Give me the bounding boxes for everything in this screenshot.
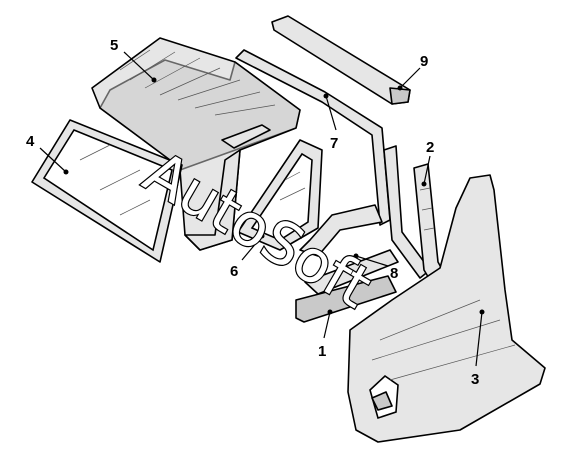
leader-line-8 xyxy=(355,255,389,267)
leader-lines xyxy=(39,51,485,367)
callout-7: 7 xyxy=(330,135,338,152)
leader-line-2 xyxy=(423,155,431,185)
part-1-sill-trim xyxy=(295,275,397,323)
leader-line-5 xyxy=(123,51,155,81)
leader-line-3 xyxy=(475,311,483,367)
callout-8: 8 xyxy=(390,265,398,282)
callout-4: 4 xyxy=(26,133,35,150)
part-5-roof-shell xyxy=(91,37,301,251)
callout-5: 5 xyxy=(110,37,118,54)
part-4-side-window xyxy=(31,119,183,263)
callout-9: 9 xyxy=(420,53,428,70)
callout-1: 1 xyxy=(318,343,326,360)
part-6-quarter-window xyxy=(237,139,323,251)
leader-line-6 xyxy=(241,235,263,261)
leader-line-1 xyxy=(323,311,331,339)
callout-6: 6 xyxy=(230,263,238,280)
leader-line-7 xyxy=(325,95,337,131)
leader-line-9 xyxy=(399,67,421,89)
callout-numbers: 1 2 3 4 5 6 7 8 9 xyxy=(26,37,479,388)
leader-line-4 xyxy=(39,147,67,173)
part-3-rear-quarter-panel xyxy=(347,174,546,443)
callout-2: 2 xyxy=(426,139,434,156)
part-9-top-rail xyxy=(271,15,411,105)
callout-3: 3 xyxy=(471,371,479,388)
